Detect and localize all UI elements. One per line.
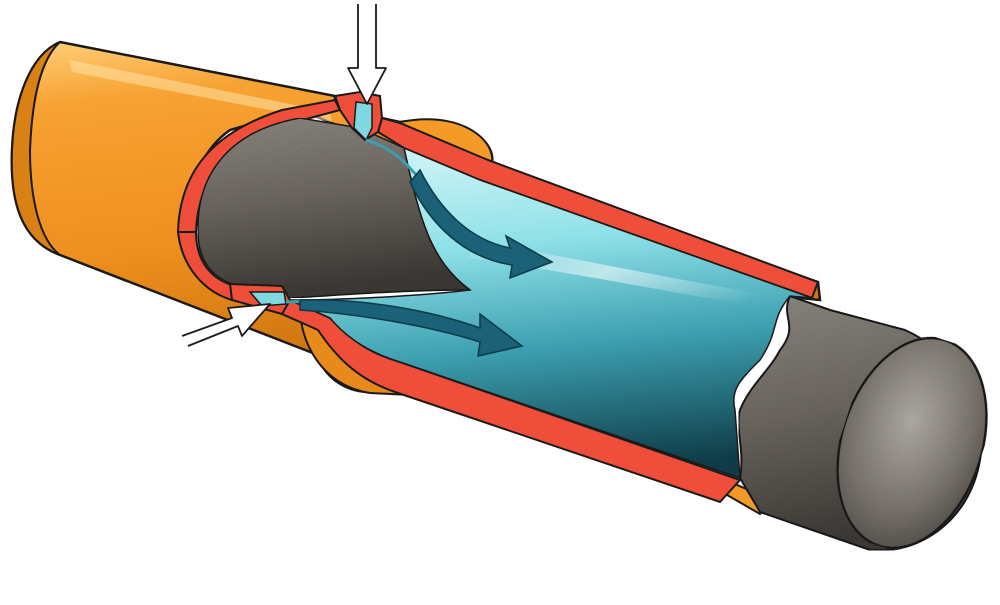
flow-arrow-top-icon bbox=[409, 168, 554, 280]
arrow-down-icon bbox=[347, 4, 387, 105]
inlet-port-top bbox=[333, 90, 384, 142]
inlet-port-bottom bbox=[228, 282, 292, 316]
flow-arrow-bottom-icon bbox=[299, 299, 524, 357]
arrow-up-right-icon bbox=[181, 303, 271, 347]
rock-core-end bbox=[737, 294, 988, 552]
